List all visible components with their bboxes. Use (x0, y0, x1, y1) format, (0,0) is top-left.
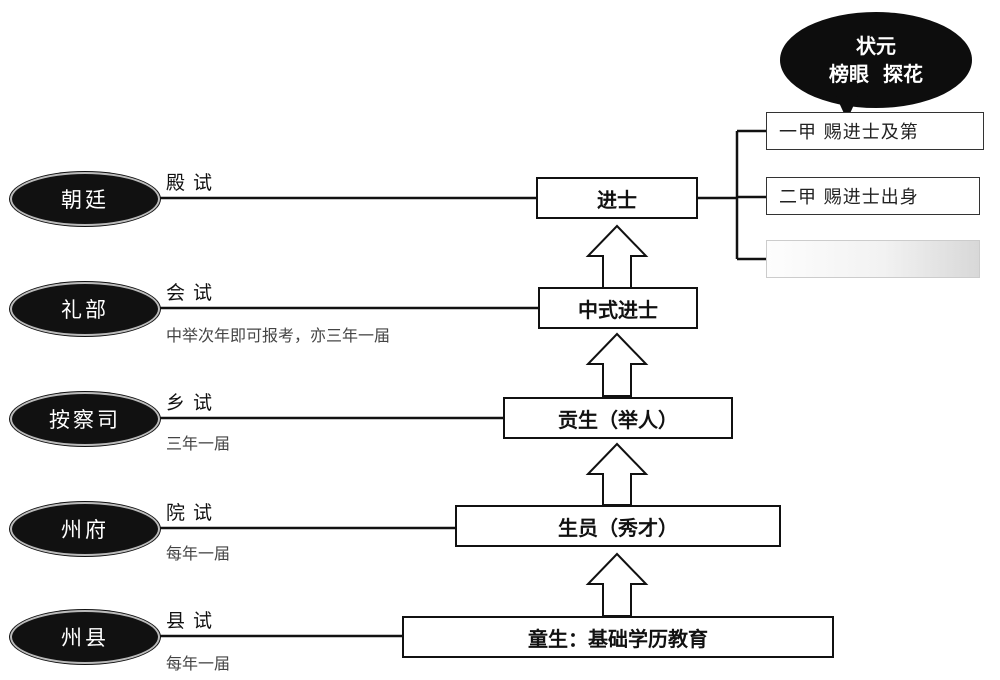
up-arrow-icon (585, 442, 649, 506)
exam-note: 中举次年即可报考，亦三年一届 (166, 326, 391, 345)
result-box: 贡生（举人） (503, 397, 733, 439)
rank-second: 二甲 赐进士出身 (766, 177, 980, 215)
result-box: 童生：基础学历教育 (402, 616, 834, 658)
authority-oval: 按察司 (10, 392, 160, 446)
exam-note: 三年一届 (166, 434, 231, 453)
exam-label: 县试 (166, 610, 221, 632)
up-arrow-icon (585, 552, 649, 617)
exam-label: 殿试 (166, 172, 221, 194)
result-box: 进士 (536, 177, 698, 219)
result-box: 生员（秀才） (455, 505, 781, 547)
result-box: 中式进士 (538, 287, 698, 329)
top-ranks-bubble: 状元 榜眼 探花 (780, 12, 972, 108)
bubble-line-1: 状元 (856, 34, 896, 58)
rank-third-faded (766, 240, 980, 278)
bubble-line-2: 榜眼 探花 (829, 62, 923, 86)
exam-label: 院试 (166, 502, 221, 524)
exam-label: 乡试 (166, 392, 221, 414)
exam-note: 每年一届 (166, 654, 231, 673)
authority-oval: 礼部 (10, 282, 160, 336)
up-arrow-icon (585, 332, 649, 397)
rank-first: 一甲 赐进士及第 (766, 112, 984, 150)
exam-note: 每年一届 (166, 544, 231, 563)
authority-oval: 州府 (10, 502, 160, 556)
up-arrow-icon (585, 224, 649, 289)
authority-oval: 州县 (10, 610, 160, 664)
exam-label: 会试 (166, 282, 221, 304)
authority-oval: 朝廷 (10, 172, 160, 226)
